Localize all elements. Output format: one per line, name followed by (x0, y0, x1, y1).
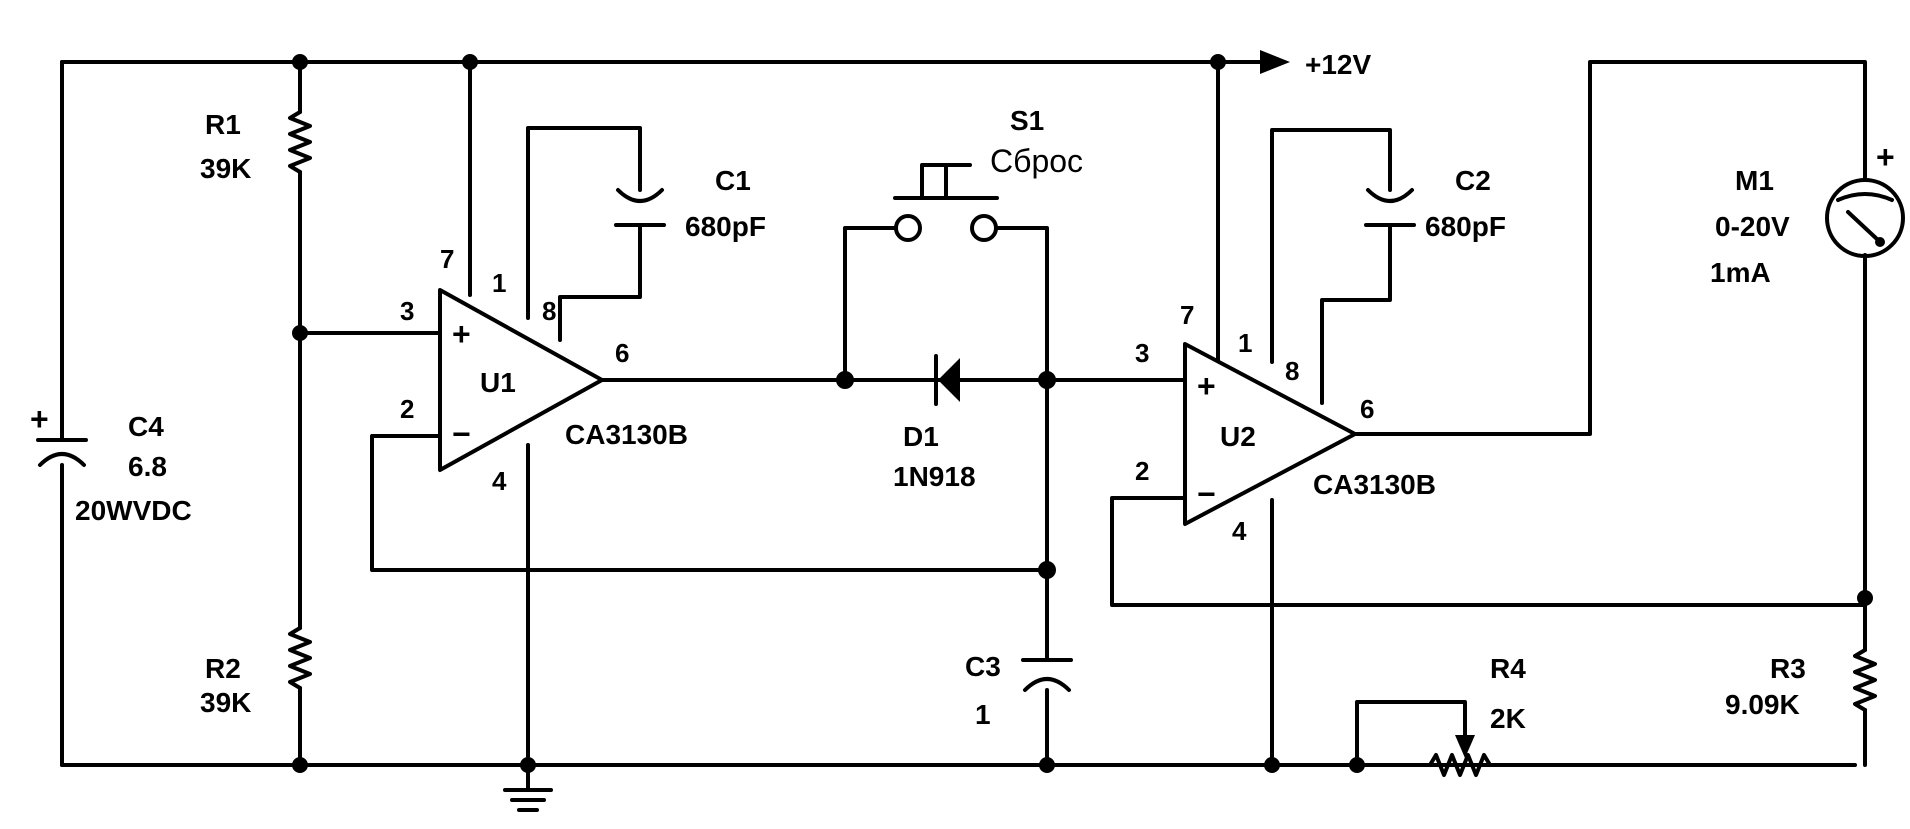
u1-pin3: 3 (400, 296, 414, 326)
r4-ref: R4 (1490, 653, 1526, 684)
u1-pin6: 6 (615, 338, 629, 368)
u1-pin4: 4 (492, 466, 507, 496)
u1-pin2: 2 (400, 394, 414, 424)
pushbutton-s1 (893, 163, 999, 242)
capacitor-c3 (1021, 658, 1073, 692)
c4-value: 6.8 (128, 451, 167, 482)
resistor-r1 (288, 110, 312, 174)
m1-ref: M1 (1735, 165, 1774, 196)
r2-ref: R2 (205, 653, 241, 684)
junctions (292, 54, 1873, 773)
u2-pin8: 8 (1285, 356, 1299, 386)
u2-plus-sign: + (1197, 368, 1216, 404)
c3-value: 1 (975, 699, 991, 730)
u2-pin2: 2 (1135, 456, 1149, 486)
resistor-r3 (1853, 648, 1877, 712)
u2-pin4: 4 (1232, 516, 1247, 546)
r3-value: 9.09K (1725, 689, 1800, 720)
opamp-u2: + − (1183, 342, 1357, 526)
u2-minus-sign: − (1197, 476, 1216, 512)
labels: +12V R1 39K R2 39K R3 9.09K R4 2K C1 680… (75, 49, 1806, 734)
s1-ref: S1 (1010, 105, 1044, 136)
r4-value: 2K (1490, 703, 1526, 734)
u2-ref: U2 (1220, 421, 1256, 452)
c1-ref: C1 (715, 165, 751, 196)
c4-rating: 20WVDC (75, 495, 192, 526)
u1-ref: U1 (480, 367, 516, 398)
m1-current: 1mA (1710, 257, 1771, 288)
r1-value: 39K (200, 153, 251, 184)
u1-part: CA3130B (565, 419, 688, 450)
u1-plus-sign: + (452, 316, 471, 352)
r3-ref: R3 (1770, 653, 1806, 684)
c2-ref: C2 (1455, 165, 1491, 196)
r2-value: 39K (200, 687, 251, 718)
potentiometer-r4 (1428, 735, 1492, 777)
diode-d1 (934, 354, 960, 406)
d1-value: 1N918 (893, 461, 976, 492)
capacitor-c2 (1364, 188, 1416, 227)
c4-polarity-plus: + (30, 401, 49, 437)
m1-range: 0-20V (1715, 211, 1790, 242)
u2-part: CA3130B (1313, 469, 1436, 500)
u2-pin1: 1 (1238, 328, 1252, 358)
u2-pin6: 6 (1360, 394, 1374, 424)
u2-pin7: 7 (1180, 300, 1194, 330)
m1-polarity-plus: + (1876, 139, 1895, 175)
supply-arrow (1260, 50, 1290, 74)
u1-pin1: 1 (492, 268, 506, 298)
ground-symbol (503, 788, 553, 812)
meter-m1: + (1825, 139, 1905, 258)
resistor-r2 (288, 626, 312, 690)
d1-ref: D1 (903, 421, 939, 452)
wiring (60, 50, 1867, 792)
r1-ref: R1 (205, 109, 241, 140)
capacitor-c4: + (30, 401, 88, 467)
u2-pin3: 3 (1135, 338, 1149, 368)
s1-label: Сброс (990, 143, 1083, 179)
pin-numbers: 7 1 8 3 2 6 4 7 1 8 3 2 6 4 (400, 244, 1374, 546)
c3-ref: C3 (965, 651, 1001, 682)
c2-value: 680pF (1425, 211, 1506, 242)
u1-pin7: 7 (440, 244, 454, 274)
supply-label: +12V (1305, 49, 1371, 80)
c1-value: 680pF (685, 211, 766, 242)
u1-pin8: 8 (542, 296, 556, 326)
capacitor-c1 (614, 188, 666, 227)
opamp-u1: + − (438, 288, 604, 472)
c4-ref: C4 (128, 411, 164, 442)
u1-minus-sign: − (452, 416, 471, 452)
